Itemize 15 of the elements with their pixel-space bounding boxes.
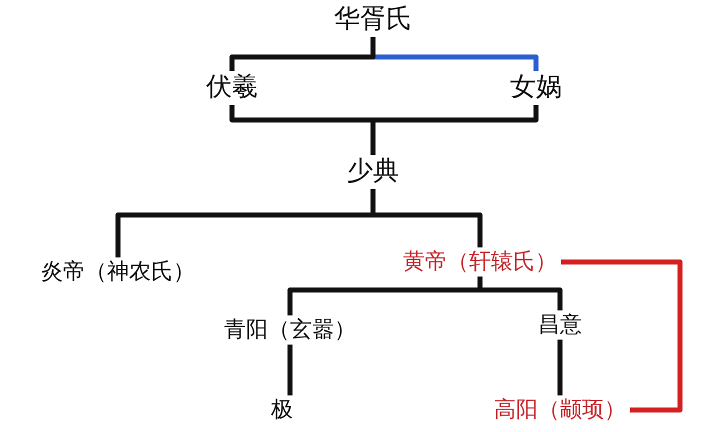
name-label: 炎帝（神农氏） xyxy=(37,257,199,287)
name-label: 昌意 xyxy=(534,310,586,340)
connector-line xyxy=(230,36,376,72)
name-label: 伏羲 xyxy=(202,71,262,105)
name-label: 高阳（颛顼） xyxy=(490,395,630,425)
connector-line xyxy=(561,260,682,412)
name-label: 青阳（玄嚣） xyxy=(220,315,360,345)
connector-line xyxy=(478,276,562,310)
name-label: 女娲 xyxy=(506,71,566,105)
name-label: 华胥氏 xyxy=(330,3,416,37)
connector-line xyxy=(288,344,292,396)
name-label: 少典 xyxy=(343,155,403,189)
connector-line xyxy=(558,340,562,396)
name-label: 黄帝（轩辕氏） xyxy=(399,247,561,277)
name-label: 极 xyxy=(267,395,297,425)
